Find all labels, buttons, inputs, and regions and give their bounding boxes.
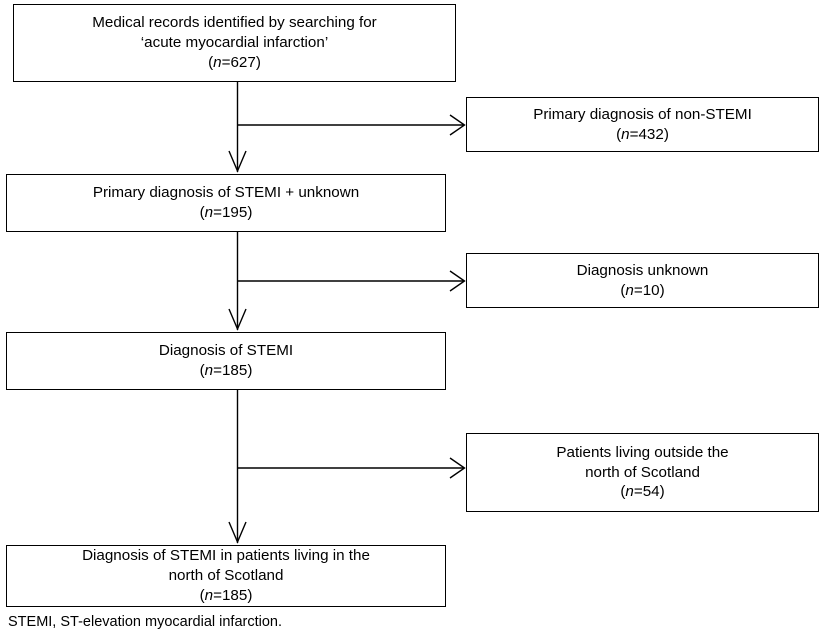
flow-box-primary-diagnosis-stemi-unknown: Primary diagnosis of STEMI + unknown (n=… <box>6 174 446 232</box>
flow-box-patients-outside-north-of-scotland: Patients living outside the north of Sco… <box>466 433 819 512</box>
flow-box-count: (n=54) <box>620 483 665 501</box>
flow-box-line: Patients living outside the <box>556 443 729 461</box>
flow-box-line: Diagnosis of STEMI in patients living in… <box>82 547 370 565</box>
flow-box-line: Medical records identified by searching … <box>92 14 377 32</box>
flow-box-count: (n=185) <box>199 586 253 604</box>
flow-box-line: Diagnosis of STEMI <box>158 342 294 360</box>
flow-box-count: (n=185) <box>199 362 253 379</box>
flow-box-count: (n=195) <box>199 204 253 221</box>
flow-box-line: Primary diagnosis of non-STEMI <box>533 105 752 123</box>
arrowhead-right-diagnosis-unknown <box>449 270 466 292</box>
arrowhead-down-stemi <box>228 521 247 544</box>
flow-box-line: Primary diagnosis of STEMI + unknown <box>92 184 360 202</box>
arrowhead-right-non-stemi <box>449 114 466 136</box>
flow-box-primary-diagnosis-non-stemi: Primary diagnosis of non-STEMI (n=432) <box>466 97 819 152</box>
arrowhead-right-outside-north <box>449 457 466 479</box>
flow-box-count: (n=627) <box>208 53 261 71</box>
flow-box-line: north of Scotland <box>585 463 700 481</box>
flow-box-count: (n=10) <box>620 281 665 299</box>
flow-box-diagnosis-unknown: Diagnosis unknown (n=10) <box>466 253 819 308</box>
flow-box-line: Diagnosis unknown <box>576 261 709 279</box>
arrowhead-down-identified <box>228 150 247 173</box>
flow-box-line: ‘acute myocardial infarction’ <box>140 34 329 52</box>
flow-box-stemi-north-of-scotland: Diagnosis of STEMI in patients living in… <box>6 545 446 607</box>
figure-footnote: STEMI, ST-elevation myocardial infarctio… <box>8 614 282 630</box>
flow-box-count: (n=432) <box>616 125 669 143</box>
flow-box-line: north of Scotland <box>168 567 284 585</box>
flow-box-diagnosis-of-stemi: Diagnosis of STEMI (n=185) <box>6 332 446 390</box>
arrowhead-down-stemi-unknown <box>228 308 247 331</box>
flow-box-records-identified: Medical records identified by searching … <box>13 4 456 82</box>
